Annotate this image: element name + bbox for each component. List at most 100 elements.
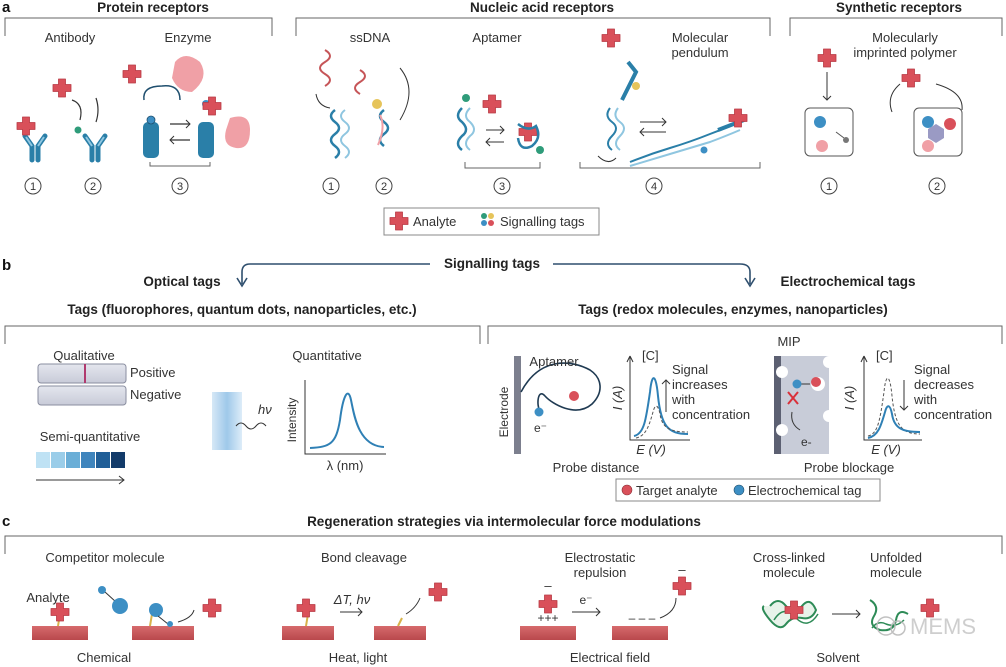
watermark-text: MEMS — [910, 614, 976, 639]
electron-label: e⁻ — [534, 421, 547, 435]
legend-target-analyte: Target analyte — [636, 483, 718, 498]
antibody-2-illustration — [52, 78, 105, 160]
unfolded-label-2: molecule — [870, 565, 922, 580]
aptamer-electrode-label: Aptamer — [529, 354, 579, 369]
test-strips — [37, 363, 127, 406]
panel-c-label: c — [2, 513, 10, 530]
electrostatic-label-1: Electrostatic — [565, 550, 636, 565]
nucleic-num-2: 2 — [381, 181, 387, 193]
panel-a-legend: Analyte Signalling tags — [383, 207, 600, 236]
enzyme-label: Enzyme — [165, 30, 212, 45]
protein-num-2: 2 — [90, 181, 96, 193]
signal-inc-3: with — [671, 392, 695, 407]
regeneration-title: Regeneration strategies via intermolecul… — [307, 514, 701, 529]
competitor-illustration — [32, 586, 222, 640]
optical-tags-subtitle: Tags (fluorophores, quantum dots, nanopa… — [67, 302, 416, 317]
electron-label-2: e- — [801, 435, 812, 449]
electrochemical-tags-subtitle: Tags (redox molecules, enzymes, nanopart… — [578, 302, 888, 317]
signal-inc-2: increases — [672, 377, 728, 392]
aptamer-electrode-illustration — [514, 356, 601, 454]
signal-dec-2: decreases — [914, 377, 974, 392]
nucleic-num-4: 4 — [651, 181, 657, 193]
nucleic-numbers: 1 2 3 4 — [322, 177, 663, 195]
panel-c-bracket — [4, 535, 1003, 554]
protein-num-1: 1 — [30, 181, 36, 193]
intensity-axis-label: Intensity — [285, 398, 299, 443]
panel-b-label: b — [2, 257, 11, 274]
synthetic-num-2: 2 — [934, 181, 940, 193]
legend-electrochemical-tag: Electrochemical tag — [748, 483, 861, 498]
antibody-label: Antibody — [45, 30, 96, 45]
cuvette-illustration — [212, 392, 267, 450]
intensity-plot — [304, 380, 386, 455]
optical-bracket — [4, 325, 481, 344]
panel-b-legend: Target analyte Electrochemical tag — [615, 478, 881, 502]
competitor-molecule-label: Competitor molecule — [45, 550, 164, 565]
mip-label: MIP — [777, 334, 800, 349]
legend-signalling-tags: Signalling tags — [500, 214, 585, 229]
negative-label: Negative — [130, 387, 181, 402]
cross-linked-label-1: Cross-linked — [753, 550, 825, 565]
nucleic-num-3: 3 — [499, 181, 505, 193]
current-axis-1: I (A) — [610, 386, 625, 411]
potential-axis-1: E (V) — [636, 442, 666, 457]
signal-dec-3: with — [913, 392, 937, 407]
color-scale — [36, 452, 125, 485]
synthetic-num-1: 1 — [826, 181, 832, 193]
electrode-label: Electrode — [497, 386, 511, 437]
mip-electrode-illustration — [774, 356, 835, 454]
nucleic-num-1: 1 — [328, 181, 334, 193]
signal-dec-4: concentration — [914, 407, 992, 422]
ssdna-illustration — [315, 49, 410, 159]
hv-label: hν — [258, 402, 272, 417]
nucleic-acid-receptors-title: Nucleic acid receptors — [470, 0, 614, 15]
signalling-arrows — [236, 263, 756, 288]
signal-increase-plot — [626, 355, 690, 441]
bond-cleavage-label: Bond cleavage — [321, 550, 407, 565]
heat-light-label: Heat, light — [329, 650, 388, 665]
mip-label-2: imprinted polymer — [853, 45, 957, 60]
mip-illustration — [804, 48, 963, 157]
positive-label: Positive — [130, 365, 176, 380]
pendulum-illustration — [579, 28, 761, 169]
legend-analyte: Analyte — [413, 214, 456, 229]
potential-axis-2: E (V) — [871, 442, 901, 457]
antibody-1-illustration — [16, 116, 45, 160]
quantitative-label: Quantitative — [292, 348, 361, 363]
protein-bracket — [4, 17, 273, 36]
wavelength-axis-label: λ (nm) — [327, 458, 364, 473]
electrostatic-label-2: repulsion — [574, 565, 627, 580]
analyte-label-c: Analyte — [26, 590, 69, 605]
negative-charge-1: – — [544, 578, 552, 593]
signal-inc-1: Signal — [672, 362, 708, 377]
chemical-label: Chemical — [77, 650, 131, 665]
signal-dec-1: Signal — [914, 362, 950, 377]
current-axis-2: I (A) — [842, 386, 857, 411]
conc-label-2: [C] — [876, 348, 893, 363]
negative-charge-2: – — [678, 562, 686, 577]
probe-blockage-label: Probe blockage — [804, 460, 894, 475]
aptamer-label: Aptamer — [472, 30, 522, 45]
qualitative-label: Qualitative — [53, 348, 114, 363]
signal-inc-4: concentration — [672, 407, 750, 422]
synthetic-bracket — [789, 17, 1003, 36]
electrochemical-tags-title: Electrochemical tags — [780, 274, 915, 289]
panel-a-label: a — [2, 0, 11, 16]
mip-label-1: Molecularly — [872, 30, 938, 45]
synthetic-numbers: 1 2 — [820, 177, 946, 195]
solvent-label: Solvent — [816, 650, 860, 665]
delta-t-hv-label: ΔT, hν — [333, 592, 371, 607]
ssdna-label: ssDNA — [350, 30, 391, 45]
nucleic-bracket — [295, 17, 771, 36]
conc-label-1: [C] — [642, 348, 659, 363]
signal-decrease-plot — [860, 355, 922, 441]
cross-linked-illustration — [761, 598, 940, 632]
unfolded-label-1: Unfolded — [870, 550, 922, 565]
bond-cleavage-illustration — [282, 582, 448, 640]
semi-quantitative-label: Semi-quantitative — [40, 429, 140, 444]
negative-surface-label: – – – — [629, 611, 656, 625]
protein-receptors-title: Protein receptors — [97, 0, 209, 15]
protein-numbers: 1 2 3 — [24, 177, 189, 195]
synthetic-receptors-title: Synthetic receptors — [836, 0, 962, 15]
